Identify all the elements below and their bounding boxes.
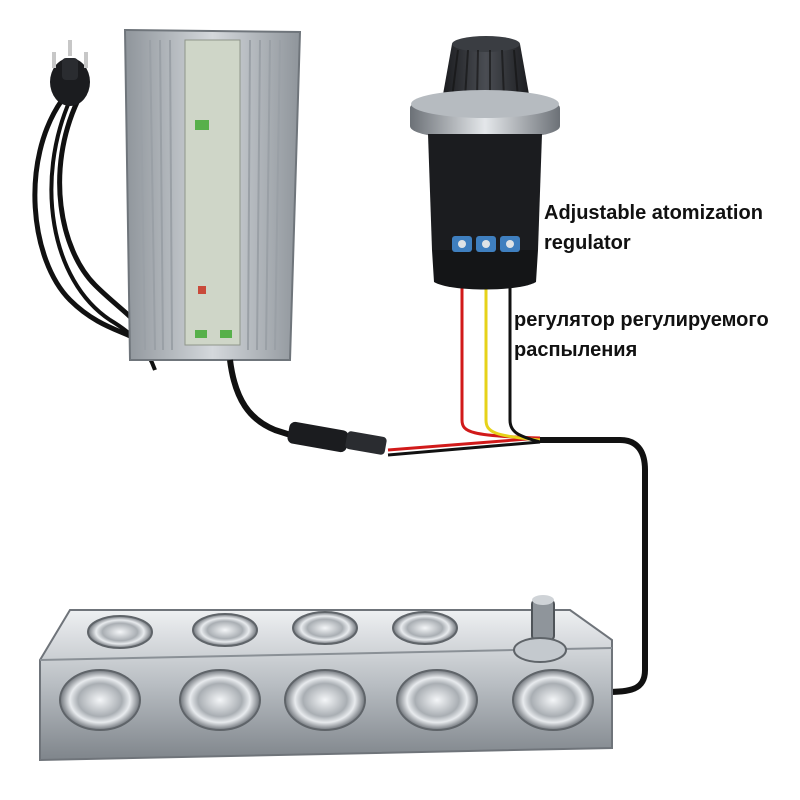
main-cable: [540, 437, 648, 695]
regulator-wires: [460, 250, 541, 444]
output-cable: [227, 359, 301, 441]
regulator-caption-russian: регулятор регулируемого распыления: [514, 305, 769, 365]
connector-icon: [287, 421, 387, 455]
mist-maker-icon: [39, 595, 613, 762]
power-supply-icon: [123, 28, 302, 361]
caption-line: распыления: [514, 339, 638, 361]
caption-line: Adjustable atomization: [544, 202, 763, 224]
potentiometer-icon: [410, 36, 560, 290]
regulator-caption-english: Adjustable atomization regulator: [544, 198, 763, 258]
caption-line: регулятор регулируемого: [514, 309, 769, 331]
supply-wires: [387, 436, 541, 457]
caption-line: regulator: [544, 232, 631, 254]
